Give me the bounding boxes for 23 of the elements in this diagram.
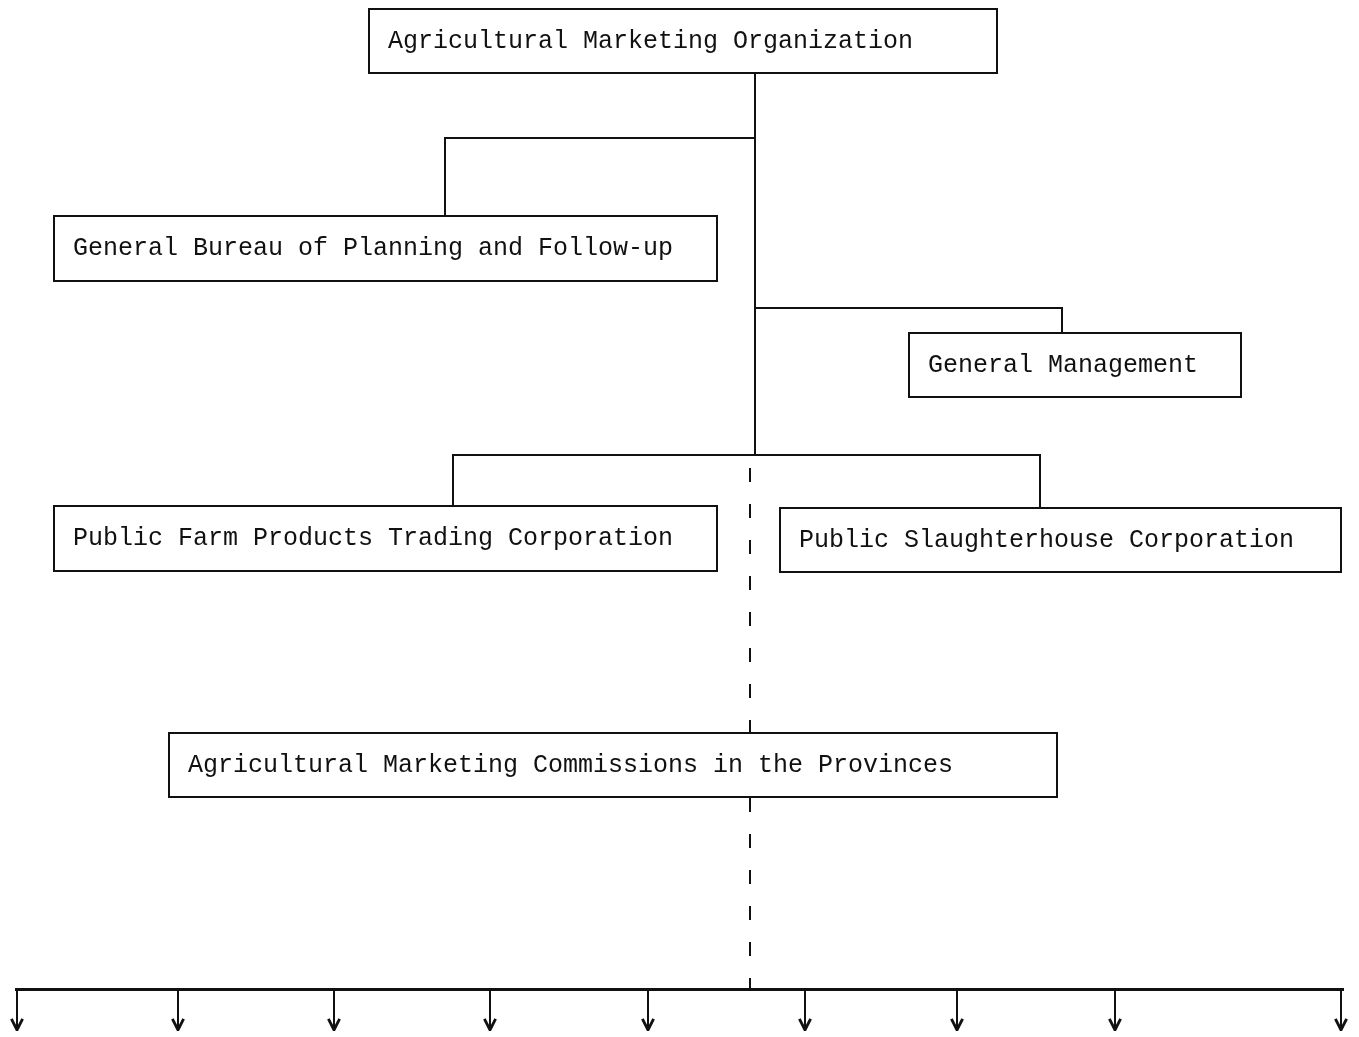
connector-line	[749, 797, 751, 989]
arrow	[483, 990, 497, 1032]
arrow	[327, 990, 341, 1032]
org-box	[368, 8, 998, 74]
org-box	[53, 505, 718, 572]
arrow	[950, 990, 964, 1032]
arrow	[10, 990, 24, 1032]
org-box	[779, 507, 1342, 573]
org-box	[168, 732, 1058, 798]
distribution-bar	[15, 988, 1344, 991]
box-label: Agricultural Marketing Organization	[388, 26, 914, 56]
box-label: Agricultural Marketing Commissions in the Provinces	[188, 750, 954, 780]
box-label: Public Farm Products Trading Corporation	[73, 524, 674, 553]
box-label: General Bureau of Planning and Follow-up	[73, 234, 674, 263]
box-label: General Management	[928, 350, 1199, 380]
org-box	[53, 215, 718, 282]
arrow	[1334, 990, 1348, 1032]
arrow	[1108, 990, 1122, 1032]
org-box	[908, 332, 1242, 398]
arrow	[171, 990, 185, 1032]
arrow	[798, 990, 812, 1032]
box-label: Public Slaughterhouse Corporation	[799, 525, 1295, 555]
arrow	[641, 990, 655, 1032]
